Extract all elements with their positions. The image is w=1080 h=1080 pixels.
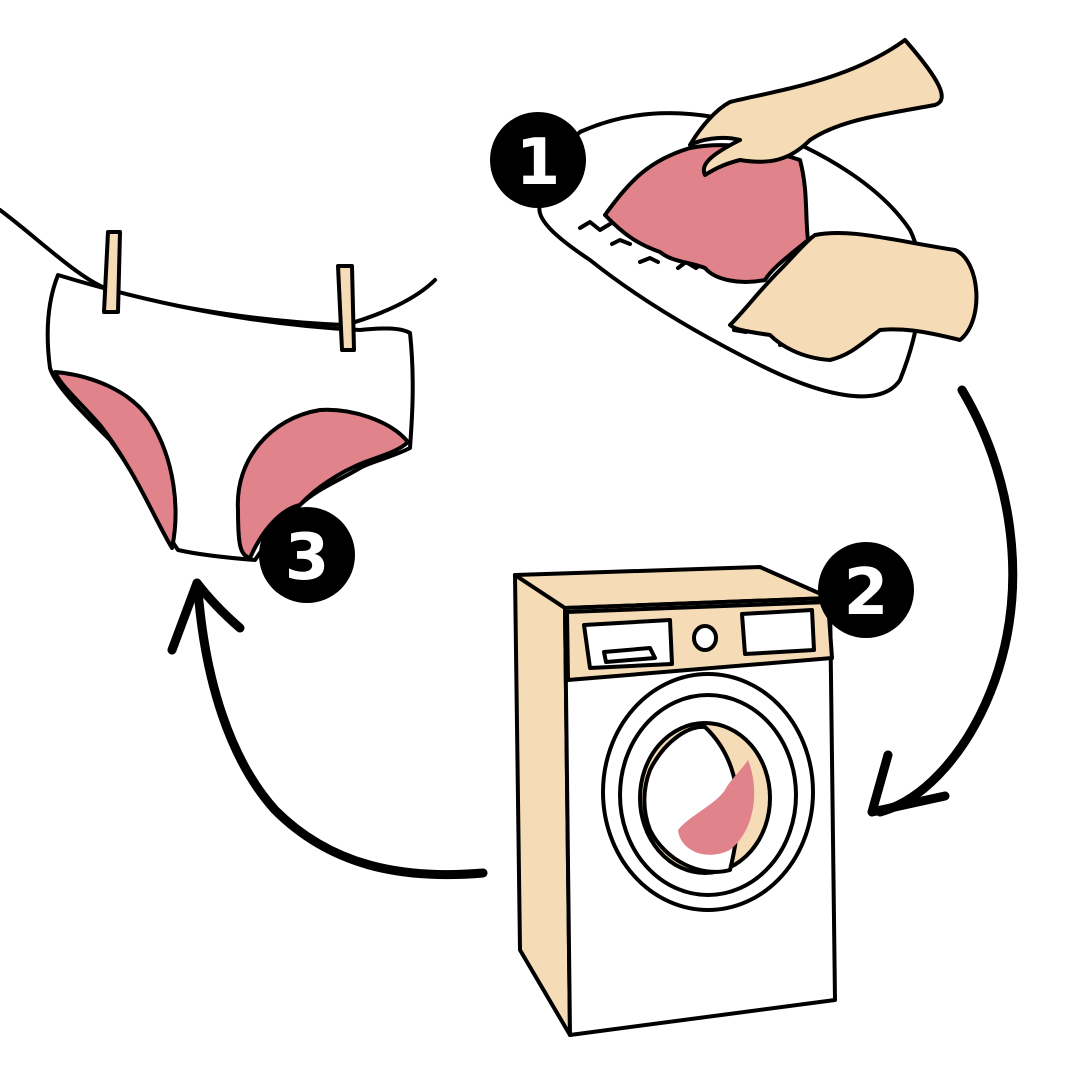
garment-in-drum	[678, 760, 755, 855]
line-dry-illustration	[0, 208, 437, 562]
drawer-handle	[602, 646, 657, 664]
control-knob	[692, 624, 718, 652]
machine-side	[513, 573, 572, 1037]
clothespin-right	[336, 264, 356, 352]
step-badge-3: 3	[259, 507, 355, 603]
arrow-2-to-3-head	[167, 578, 245, 655]
underwear-pink-left	[53, 370, 178, 550]
hand-wash-illustration	[537, 38, 979, 399]
upper-hand	[688, 38, 944, 177]
step-number-1: 1	[516, 126, 561, 200]
underwear-pink-right	[235, 407, 410, 560]
arrow-2-to-3	[193, 585, 488, 880]
step-badge-1: 1	[490, 112, 586, 208]
step-number-2: 2	[844, 556, 889, 630]
display-panel	[740, 608, 816, 656]
lower-hand	[728, 230, 979, 362]
arrow-1-to-2	[875, 385, 1018, 817]
cycle-arrows	[167, 385, 1018, 880]
arrow-1-to-2-head	[867, 750, 950, 817]
clothespin-left	[102, 230, 122, 314]
step-badge-2: 2	[818, 542, 914, 638]
washing-machine-illustration	[513, 565, 837, 1037]
step-number-3: 3	[285, 521, 330, 595]
